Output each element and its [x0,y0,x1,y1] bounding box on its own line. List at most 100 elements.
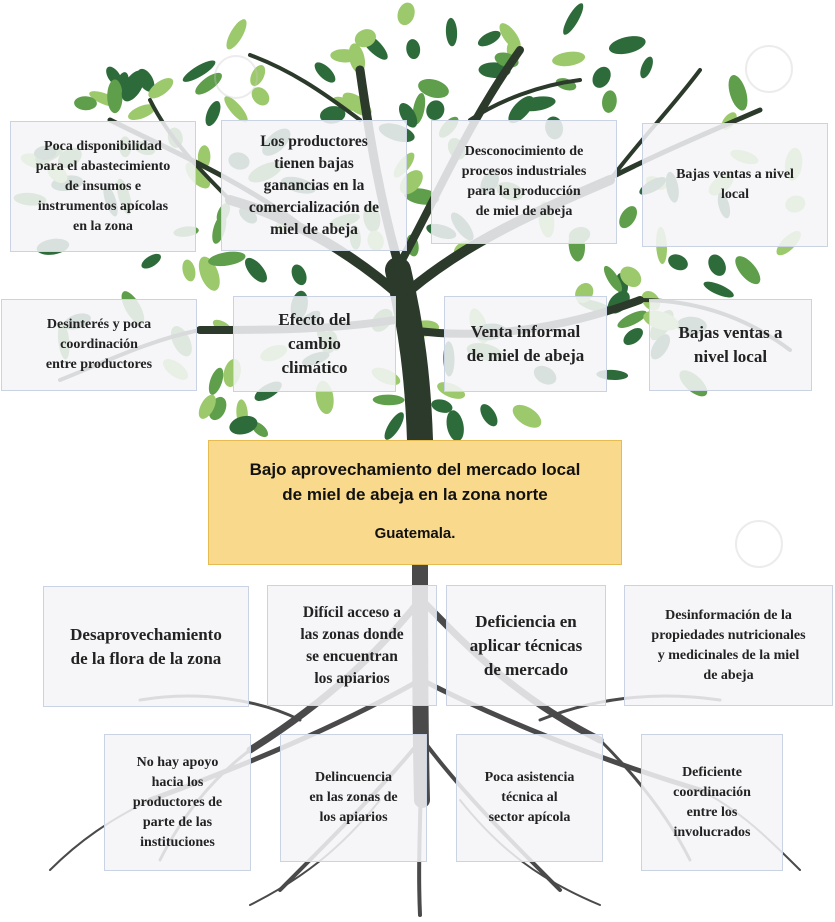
box-text-line: Poca disponibilidad [44,138,162,154]
leaf [319,106,346,124]
box-text-line: nivel local [693,347,768,366]
leaf [198,394,216,419]
leaf [205,100,221,127]
box-text-line: climático [281,358,348,377]
box-text-line: Deficiente [682,764,742,780]
leaf [608,36,646,55]
central-problem-line: Bajo aprovechamiento del mercado local [249,460,581,479]
leaf [640,56,653,79]
leaf [182,259,196,282]
box-text-line: local [721,187,749,202]
leaf [592,66,611,88]
leaf [226,19,247,50]
box-text-line: Poca asistencia [484,770,575,785]
leaf [617,310,647,328]
box-text-line: productores de [132,794,223,810]
leaf [128,104,156,120]
box-text-line: Difícil acceso a [302,603,402,621]
box-text: No hay apoyo hacia los productores de parte… [133,753,222,853]
watermark-swirl [735,520,783,568]
box-text-line: Desconocimiento de [464,144,584,159]
leaf [354,29,376,48]
leaf [406,39,421,60]
leaf [418,78,449,99]
leaf [518,96,556,112]
leaf [735,256,761,285]
box-text-line: Deficiencia en [475,611,577,631]
box-text-line: tienen bajas [274,154,354,172]
leaf [148,78,174,99]
leaf [512,404,542,428]
leaf [182,60,216,82]
watermark-swirl [745,45,793,93]
box-text-line: de miel de abeja [475,204,573,219]
effect-box: Desinterés y poca coordinación entre produ… [1,299,197,391]
leaf [602,90,617,113]
leaf [480,404,498,427]
box-text-line: procesos industriales [461,164,587,179]
box-text-line: de insumos e [64,178,142,194]
central-problem-line: Guatemala. [374,525,456,542]
box-text-line: instituciones [140,834,215,850]
box-text: Bajas ventas a nivel local [676,165,794,205]
leaf [121,70,145,102]
box-text-line: No hay apoyo [136,754,219,770]
box-text-line: los apiarios [314,669,390,687]
box-text-line: las zonas donde [300,625,404,643]
box-text-line: coordinación [60,337,138,352]
leaf [208,367,224,395]
leaf [245,257,267,283]
leaf [141,253,161,269]
box-text-line: técnica al [501,790,558,805]
box-text-line: de miel de abeja [466,346,585,365]
leaf [620,266,642,288]
watermark-swirl [214,55,258,99]
leaf [398,103,418,128]
box-text-line: entre productores [45,357,153,372]
box-text-line: de mercado [483,659,569,679]
box-text-line: Bajas ventas a nivel [676,167,794,182]
box-text-line: miel de abeja [270,220,358,238]
leaf [397,2,415,26]
box-text-line: de abeja [703,667,754,683]
box-text-line: se encuentran [306,647,398,665]
leaf [703,281,734,298]
box-text-line: involucrados [673,824,751,840]
leaf [224,96,248,123]
leaf [426,100,445,121]
leaf [552,51,586,67]
leaf [623,327,643,346]
central-problem-line: de miel de abeja en la zona norte [282,485,548,504]
leaf [446,410,464,442]
box-text-line: parte de las [142,814,213,830]
box-text-line: Efecto del [278,310,351,329]
box-text-line: Desinterés y poca [46,317,152,332]
box-text-line: ganancias en la [263,176,365,194]
leaf [603,265,623,292]
box-text: Desinterés y poca coordinación entre produ… [46,315,152,375]
leaf [251,87,270,106]
leaf [229,415,258,435]
leaf [291,264,307,286]
leaf [314,62,336,83]
cause-box: No hay apoyo hacia los productores de parte… [104,734,251,871]
box-text-line: hacia los [151,774,204,790]
box-text-line: los apiarios [319,810,388,825]
